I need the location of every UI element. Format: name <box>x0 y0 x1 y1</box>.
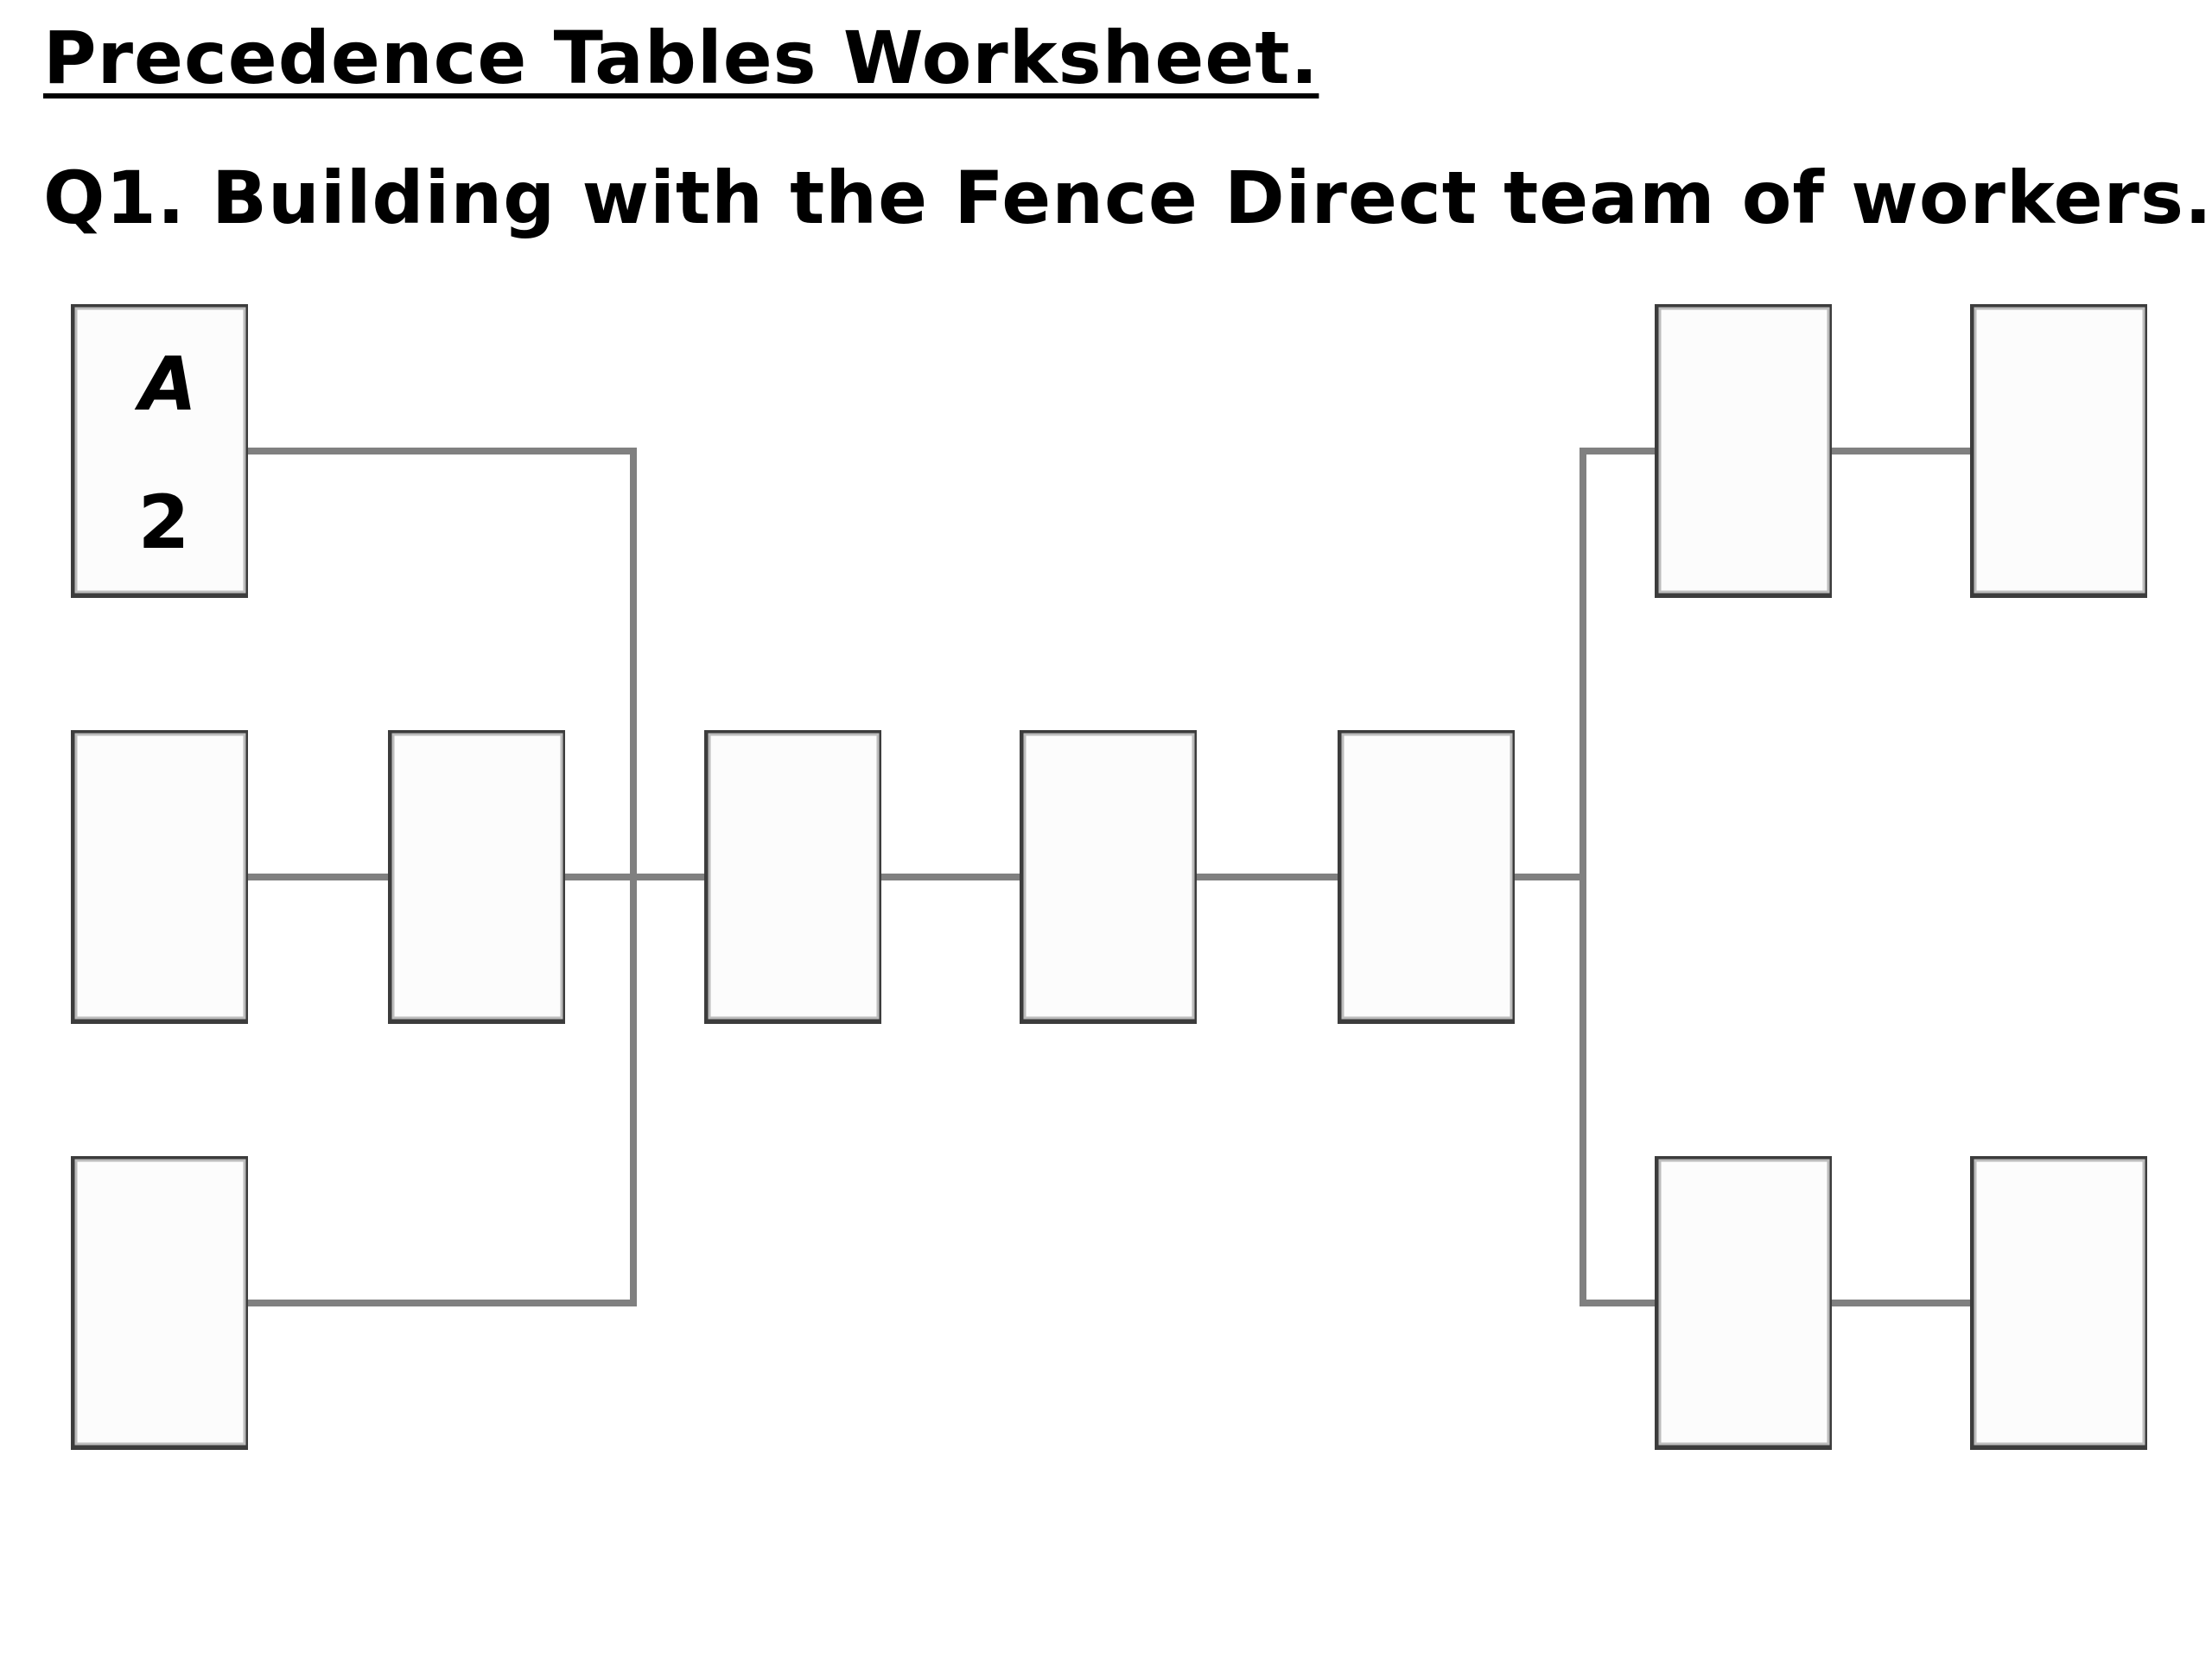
box-face <box>1658 307 1830 594</box>
box-face <box>1023 733 1195 1020</box>
box-face <box>1341 733 1513 1020</box>
activity-box-n10 <box>1655 1156 1832 1450</box>
connector-lines <box>248 448 1970 1306</box>
edge-n7-n10 <box>1515 874 1655 1306</box>
question-text: Q1. Building with the Fence Direct team … <box>43 156 2212 240</box>
activity-box-n5 <box>704 730 881 1024</box>
activity-box-n4 <box>71 1156 248 1450</box>
box-face <box>1974 307 2145 594</box>
activity-box-n3 <box>388 730 565 1024</box>
box-face <box>1974 1159 2145 1446</box>
activity-box-n8 <box>1655 304 1832 598</box>
edge-n4-n5 <box>248 874 704 1306</box>
activity-box-n11 <box>1970 1156 2147 1450</box>
box-face <box>1658 1159 1830 1446</box>
activity-box-n9 <box>1970 304 2147 598</box>
edge-n7-n8 <box>1515 448 1655 880</box>
activity-duration: 2 <box>138 480 190 566</box>
box-face <box>74 733 246 1020</box>
activity-box-n6 <box>1020 730 1197 1024</box>
box-face <box>708 733 880 1020</box>
box-face <box>391 733 563 1020</box>
activity-label: A <box>134 341 197 428</box>
box-face <box>74 307 246 594</box>
activity-box-n1: A2 <box>71 304 248 598</box>
activity-box-n2 <box>71 730 248 1024</box>
activity-boxes: A2 <box>71 304 2147 1450</box>
page-title: Precedence Tables Worksheet. <box>43 16 1319 100</box>
activity-box-n7 <box>1338 730 1515 1024</box>
box-face <box>74 1159 246 1446</box>
